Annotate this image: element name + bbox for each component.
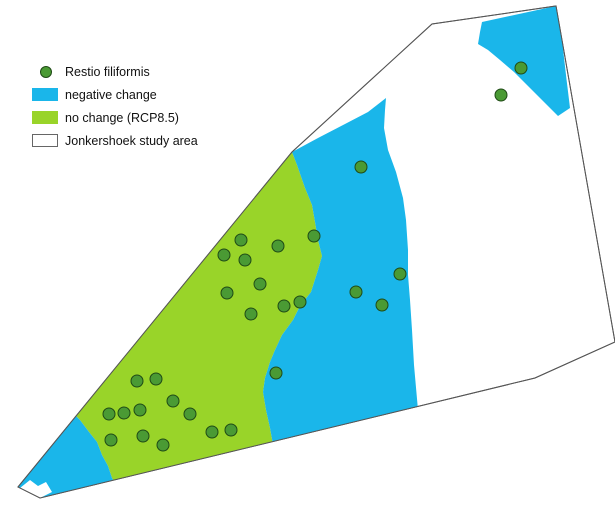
occurrence-point-symbol — [32, 65, 58, 79]
restio-filiformis-point — [293, 295, 307, 309]
legend-item-no-change: no change (RCP8.5) — [32, 106, 252, 129]
restio-filiformis-point — [277, 299, 291, 313]
legend-item-negative-change: negative change — [32, 83, 252, 106]
restio-filiformis-point — [349, 285, 363, 299]
restio-filiformis-point — [244, 307, 258, 321]
study-area-swatch — [32, 134, 58, 147]
no-change-zone — [65, 152, 322, 490]
restio-filiformis-point — [224, 423, 238, 437]
negative-change-zone-southwest — [18, 390, 120, 498]
restio-filiformis-point — [102, 407, 116, 421]
restio-filiformis-point — [307, 229, 321, 243]
restio-filiformis-point — [269, 366, 283, 380]
legend-label: Jonkershoek study area — [65, 133, 198, 148]
restio-filiformis-point — [133, 403, 147, 417]
legend-item-restio-filiformis: Restio filiformis — [32, 60, 252, 83]
restio-filiformis-point — [136, 429, 150, 443]
restio-filiformis-point — [117, 406, 131, 420]
restio-filiformis-point — [183, 407, 197, 421]
occurrence-points — [102, 61, 528, 452]
restio-filiformis-point — [253, 277, 267, 291]
restio-filiformis-point — [238, 253, 252, 267]
study-area-boundary — [17, 5, 615, 499]
restio-filiformis-point — [375, 298, 389, 312]
restio-filiformis-point — [494, 88, 508, 102]
change-zones — [18, 6, 570, 498]
restio-filiformis-point — [130, 374, 144, 388]
restio-filiformis-point — [217, 248, 231, 262]
restio-filiformis-point — [156, 438, 170, 452]
legend-label: negative change — [65, 87, 157, 102]
restio-filiformis-point — [354, 160, 368, 174]
map-legend: Restio filiformis negative change no cha… — [32, 60, 252, 152]
no-change-swatch — [32, 111, 58, 124]
negative-change-zone-northeast — [478, 6, 570, 116]
restio-filiformis-point — [205, 425, 219, 439]
legend-item-study-area: Jonkershoek study area — [32, 129, 252, 152]
restio-filiformis-point — [393, 267, 407, 281]
negative-change-zone-central — [263, 98, 418, 450]
restio-filiformis-point — [220, 286, 234, 300]
bottom-edge-notch — [20, 480, 52, 498]
restio-filiformis-point — [271, 239, 285, 253]
legend-label: no change (RCP8.5) — [65, 110, 179, 125]
restio-filiformis-point — [514, 61, 528, 75]
restio-filiformis-point — [234, 233, 248, 247]
restio-filiformis-point — [166, 394, 180, 408]
legend-label: Restio filiformis — [65, 64, 150, 79]
restio-filiformis-point — [104, 433, 118, 447]
negative-change-swatch — [32, 88, 58, 101]
restio-filiformis-point — [149, 372, 163, 386]
